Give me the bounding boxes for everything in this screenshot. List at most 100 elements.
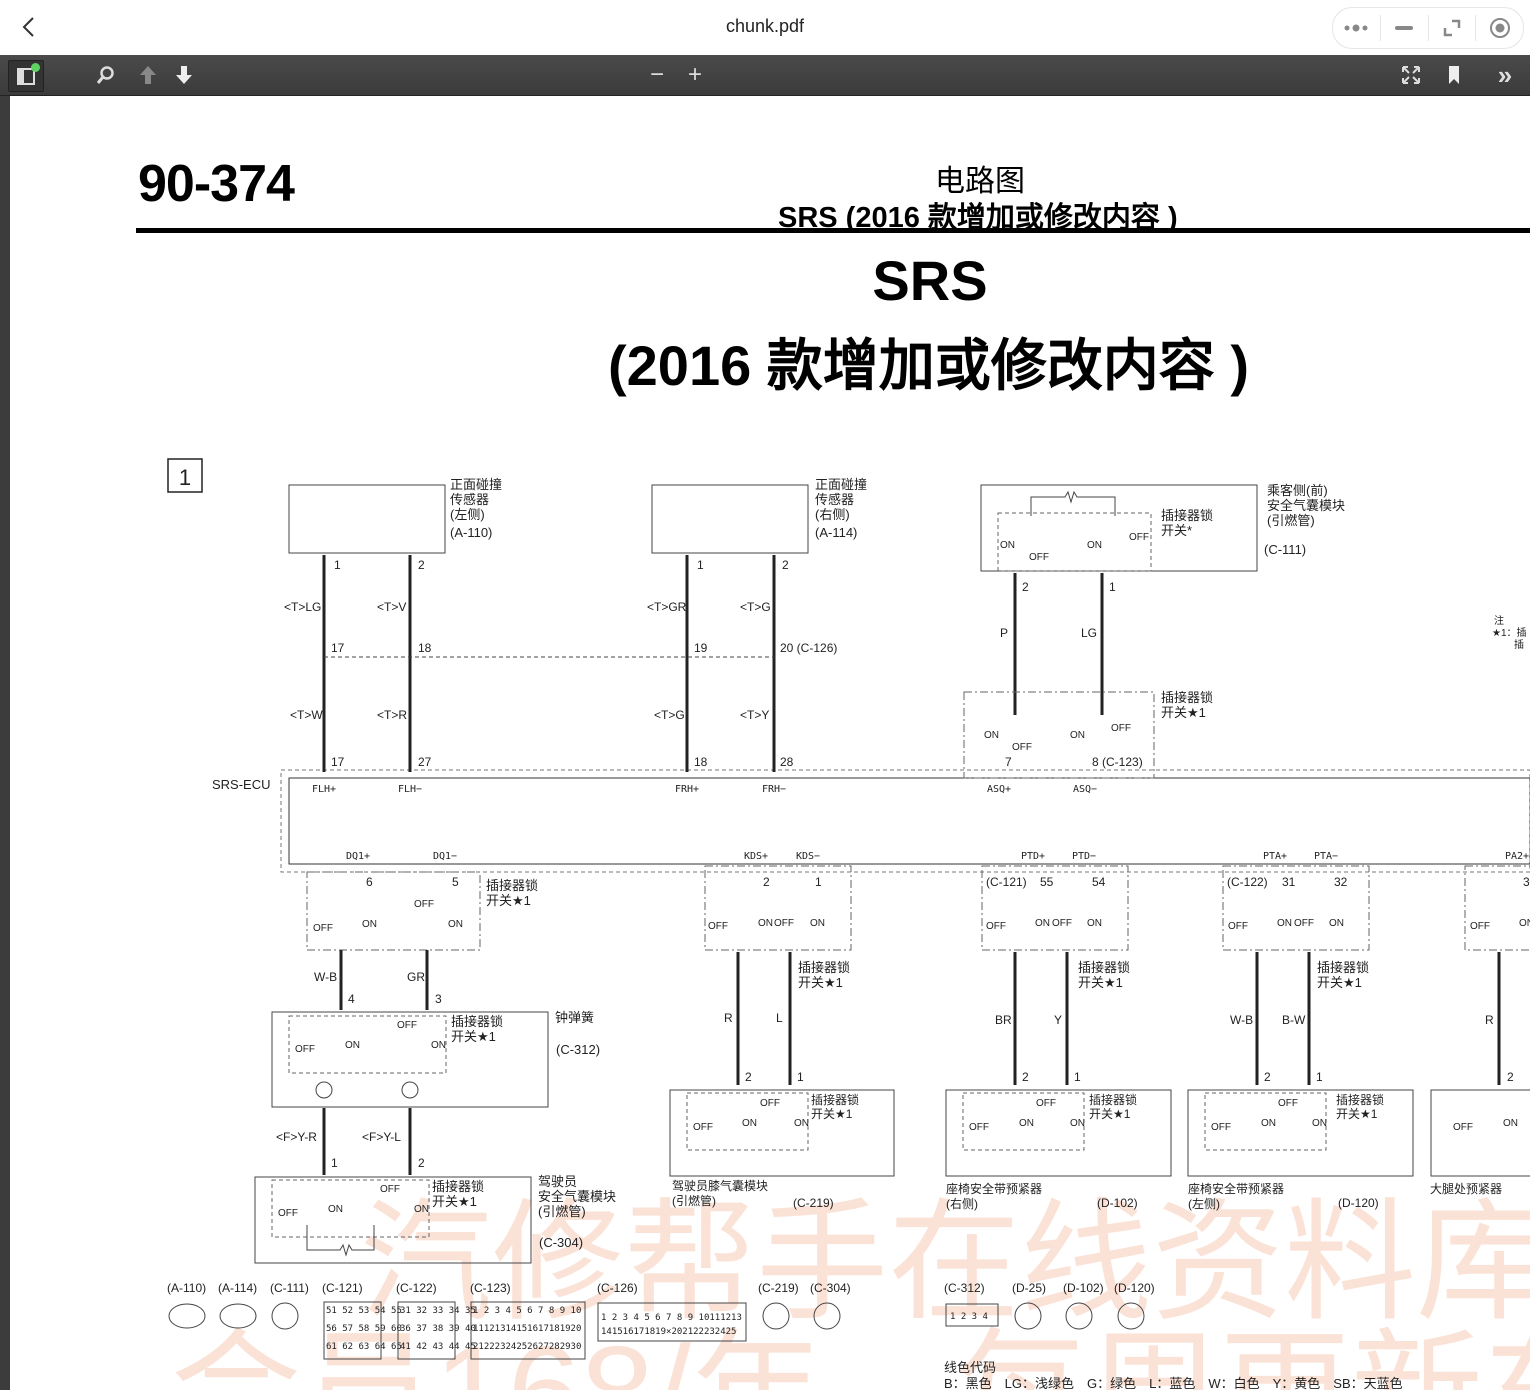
svg-text:31 32 33 34 35: 31 32 33 34 35 [400, 1306, 476, 1316]
svg-text:41 42 43 44 45: 41 42 43 44 45 [400, 1342, 476, 1352]
svg-text:1: 1 [697, 558, 704, 572]
svg-text:31: 31 [1282, 875, 1296, 889]
search-button[interactable] [92, 60, 118, 90]
more-tools-button[interactable]: » [1497, 59, 1513, 90]
svg-text:<T>Y: <T>Y [740, 708, 769, 722]
svg-text:OFF: OFF [1453, 1122, 1473, 1133]
svg-text:ASQ+: ASQ+ [987, 784, 1011, 795]
svg-text:<T>G: <T>G [654, 708, 685, 722]
svg-text:1: 1 [1316, 1070, 1323, 1084]
svg-text:PTA−: PTA− [1314, 851, 1338, 862]
main-subtitle: (2016 款增加或修改内容 ) [608, 334, 1249, 397]
svg-text:OFF: OFF [1029, 552, 1049, 563]
svg-text:FLH+: FLH+ [312, 784, 336, 795]
svg-text:11121314151617181920: 11121314151617181920 [473, 1324, 581, 1334]
svg-text:安全气囊模块: 安全气囊模块 [538, 1189, 616, 1204]
svg-text:正面碰撞: 正面碰撞 [450, 477, 502, 492]
document-title: chunk.pdf [725, 16, 805, 36]
svg-text:PTD−: PTD− [1072, 851, 1096, 862]
svg-text:1 2 3 4 5 6 7 8 9 10: 1 2 3 4 5 6 7 8 9 10 [473, 1306, 581, 1316]
presentation-mode-button[interactable] [1398, 60, 1424, 90]
zoom-out-button[interactable]: − [649, 61, 664, 88]
svg-text:GR: GR [407, 970, 425, 984]
svg-text:(C-123): (C-123) [470, 1281, 511, 1295]
svg-text:驾驶员: 驾驶员 [538, 1174, 577, 1189]
svg-text:<T>G: <T>G [740, 600, 771, 614]
svg-text:ON: ON [1019, 1118, 1034, 1129]
svg-text:(D-25): (D-25) [1012, 1281, 1046, 1295]
svg-text:ON: ON [1035, 918, 1050, 929]
wire-color-legend: B：黑色 LG：浅绿色 G：绿色 L：蓝色 W：白色 Y：黄色 SB：天蓝色 [944, 1376, 1403, 1390]
svg-text:ON: ON [1000, 540, 1015, 551]
svg-text:OFF: OFF [969, 1122, 989, 1133]
svg-text:ON: ON [758, 918, 773, 929]
record-button[interactable] [1476, 15, 1523, 41]
svg-text:2: 2 [1022, 1070, 1029, 1084]
svg-text:1: 1 [334, 558, 341, 572]
svg-text:<F>Y-L: <F>Y-L [362, 1130, 401, 1144]
svg-text:(引燃管): (引燃管) [672, 1193, 716, 1208]
svg-text:开关★1: 开关★1 [1317, 975, 1362, 990]
svg-text:OFF: OFF [1211, 1122, 1231, 1133]
svg-text:(A-114): (A-114) [218, 1281, 257, 1295]
svg-text:OFF: OFF [986, 921, 1006, 932]
svg-text:<T>R: <T>R [377, 708, 407, 722]
svg-text:<T>V: <T>V [377, 600, 406, 614]
svg-text:乘客侧(前): 乘客侧(前) [1267, 483, 1328, 498]
svg-text:开关★1: 开关★1 [451, 1029, 496, 1044]
svg-text:插接器锁: 插接器锁 [486, 878, 538, 893]
svg-text:OFF: OFF [1036, 1098, 1056, 1109]
svg-text:开关★1: 开关★1 [798, 975, 843, 990]
svg-text:OFF: OFF [295, 1044, 315, 1055]
svg-text:ASQ−: ASQ− [1073, 784, 1097, 795]
minimize-button[interactable] [1381, 15, 1429, 41]
arrow-down-icon [176, 66, 192, 84]
svg-text:FRH+: FRH+ [675, 784, 699, 795]
more-button[interactable] [1333, 15, 1381, 41]
svg-text:ON: ON [1070, 1118, 1085, 1129]
fullscreen-icon [1402, 66, 1420, 84]
svg-text:KDS−: KDS− [796, 851, 820, 862]
svg-text:P: P [1000, 626, 1008, 640]
svg-text:18: 18 [694, 755, 708, 769]
header-title: 电路图 [935, 165, 1025, 198]
svg-text:OFF: OFF [1129, 532, 1149, 543]
svg-text:ON: ON [345, 1040, 360, 1051]
restore-button[interactable] [1429, 15, 1477, 41]
svg-text:正面碰撞: 正面碰撞 [815, 477, 867, 492]
previous-page-button[interactable] [136, 60, 160, 90]
svg-text:19: 19 [694, 641, 708, 655]
svg-text:OFF: OFF [1470, 921, 1490, 932]
svg-text:ON: ON [1070, 730, 1085, 741]
svg-text:<T>LG: <T>LG [284, 600, 321, 614]
notification-dot [31, 63, 40, 72]
svg-text:DQ1+: DQ1+ [346, 851, 370, 862]
svg-text:(右侧): (右侧) [815, 507, 850, 522]
svg-text:开关★1: 开关★1 [432, 1194, 477, 1209]
search-icon [96, 66, 114, 84]
svg-text:开关★1: 开关★1 [1089, 1107, 1131, 1121]
svg-text:7: 7 [1005, 755, 1012, 769]
svg-text:2: 2 [418, 558, 425, 572]
svg-text:61 62 63 64 65: 61 62 63 64 65 [326, 1342, 402, 1352]
back-button[interactable] [14, 12, 44, 42]
circuit-diagram: 1 SRS-ECU FLH+FLH− FRH+FRH− ASQ+ASQ− DQ1… [167, 458, 1530, 1390]
svg-text:(D-120): (D-120) [1338, 1196, 1379, 1210]
sidebar-toggle-button[interactable] [8, 60, 44, 92]
svg-text:<T>W: <T>W [290, 708, 323, 722]
svg-text:(C-121): (C-121) [986, 875, 1027, 889]
svg-text:OFF: OFF [760, 1098, 780, 1109]
next-page-button[interactable] [172, 60, 196, 90]
svg-text:KDS+: KDS+ [744, 851, 768, 862]
svg-text:(右侧): (右侧) [946, 1196, 978, 1211]
svg-text:8 (C-123): 8 (C-123) [1092, 755, 1143, 769]
zoom-in-button[interactable]: + [687, 61, 702, 88]
svg-text:OFF: OFF [774, 918, 794, 929]
svg-text:FRH−: FRH− [762, 784, 786, 795]
svg-text:开关★1: 开关★1 [1078, 975, 1123, 990]
bookmark-button[interactable] [1442, 60, 1466, 90]
svg-text:ON: ON [1312, 1118, 1327, 1129]
svg-text:LG: LG [1081, 626, 1097, 640]
svg-text:2: 2 [1022, 580, 1029, 594]
svg-text:ON: ON [414, 1204, 429, 1215]
